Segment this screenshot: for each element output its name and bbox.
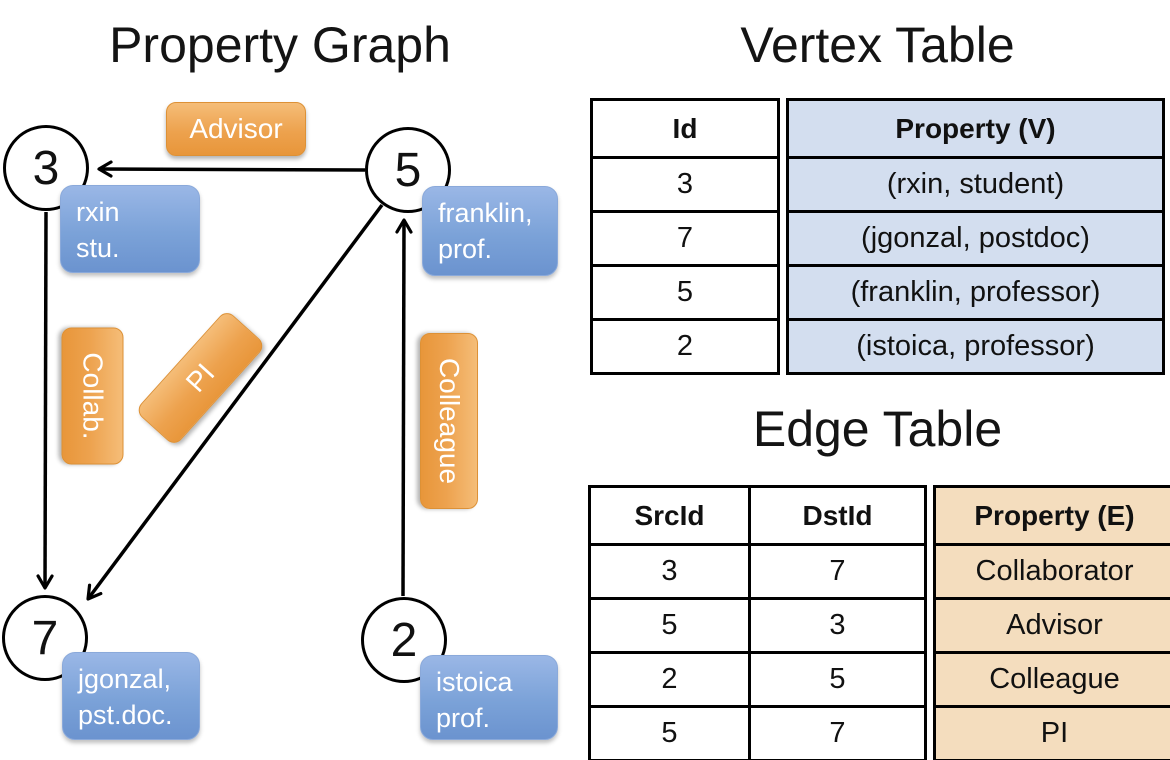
edge-label-collab: Collab. — [61, 327, 124, 465]
node-id-label: 2 — [390, 613, 418, 667]
table-row: PI — [933, 705, 1170, 760]
property-line: prof. — [438, 233, 493, 264]
property-line: jgonzal, — [78, 664, 172, 694]
edge-arrow-5-to-3 — [97, 160, 366, 178]
table-row: 2 — [590, 318, 780, 375]
vertex-id-cell: 7 — [590, 210, 780, 267]
table-row: (rxin, student) — [786, 156, 1165, 213]
property-line: prof. — [436, 702, 491, 733]
column-header-property-e: Property (E) — [933, 485, 1170, 546]
vertex-property-cell: (jgonzal, postdoc) — [786, 210, 1165, 267]
table-row: 3 7 — [588, 543, 927, 600]
edge-property-cell: PI — [933, 705, 1170, 760]
property-line: istoica — [436, 667, 513, 697]
table-row: (istoica, professor) — [786, 318, 1165, 375]
table-row: Colleague — [933, 651, 1170, 708]
table-row: Collaborator — [933, 543, 1170, 600]
column-header-id: Id — [590, 98, 780, 159]
edge-table-src-dst-columns: SrcId DstId 3 7 5 3 2 5 5 7 — [588, 485, 927, 760]
node-id-label: 7 — [31, 611, 59, 665]
edge-arrow-5-to-7 — [86, 203, 384, 601]
edge-dstid-cell: 7 — [748, 705, 927, 760]
edge-property-cell: Colleague — [933, 651, 1170, 708]
edge-srcid-cell: 5 — [588, 597, 751, 654]
property-line: franklin, — [438, 198, 533, 228]
edge-property-cell: Collaborator — [933, 543, 1170, 600]
edge-srcid-cell: 2 — [588, 651, 751, 708]
vertex-table-property-column: Property (V) (rxin, student) (jgonzal, p… — [786, 98, 1165, 375]
edge-label-advisor: Advisor — [166, 102, 306, 156]
table-row: (jgonzal, postdoc) — [786, 210, 1165, 267]
column-header-dstid: DstId — [748, 485, 927, 546]
edge-table: SrcId DstId 3 7 5 3 2 5 5 7 Property (E)… — [588, 485, 1170, 760]
vertex-table-title: Vertex Table — [740, 17, 1015, 73]
node-id-label: 3 — [32, 141, 60, 195]
vertex-table: Id 3 7 5 2 Property (V) (rxin, student) … — [590, 98, 1165, 375]
edge-table-title: Edge Table — [752, 401, 1003, 457]
edge-arrow-2-to-5 — [395, 218, 413, 597]
table-row: 2 5 — [588, 651, 927, 708]
property-line: pst.doc. — [78, 699, 173, 730]
table-row: 5 7 — [588, 705, 927, 760]
graph-edges-layer — [36, 160, 413, 601]
table-row: (franklin, professor) — [786, 264, 1165, 321]
vertex-id-cell: 5 — [590, 264, 780, 321]
vertex-property-box-rxin: rxin stu. — [60, 185, 200, 273]
vertex-property-box-jgonzal: jgonzal, pst.doc. — [62, 652, 200, 740]
graph-node-5: 5 — [365, 127, 451, 213]
vertex-id-cell: 2 — [590, 318, 780, 375]
edge-label-colleague: Colleague — [420, 333, 478, 509]
edge-srcid-cell: 3 — [588, 543, 751, 600]
table-row: 5 3 — [588, 597, 927, 654]
column-header-property-v: Property (V) — [786, 98, 1165, 159]
table-row: 7 — [590, 210, 780, 267]
property-line: rxin — [76, 197, 120, 227]
edge-property-cell: Advisor — [933, 597, 1170, 654]
edge-arrow-3-to-7 — [36, 211, 54, 590]
vertex-table-id-column: Id 3 7 5 2 — [590, 98, 780, 375]
edge-dstid-cell: 5 — [748, 651, 927, 708]
table-row: 3 — [590, 156, 780, 213]
vertex-property-cell: (istoica, professor) — [786, 318, 1165, 375]
vertex-property-cell: (franklin, professor) — [786, 264, 1165, 321]
column-header-srcid: SrcId — [588, 485, 751, 546]
vertex-property-box-franklin: franklin, prof. — [422, 186, 558, 276]
vertex-property-cell: (rxin, student) — [786, 156, 1165, 213]
property-line: stu. — [76, 232, 120, 263]
edge-table-property-column: Property (E) Collaborator Advisor Collea… — [933, 485, 1170, 760]
edge-dstid-cell: 3 — [748, 597, 927, 654]
node-id-label: 5 — [394, 143, 422, 197]
graph-node-2: 2 — [361, 597, 447, 683]
property-graph-title: Property Graph — [109, 17, 451, 73]
table-row: 5 — [590, 264, 780, 321]
vertex-id-cell: 3 — [590, 156, 780, 213]
edge-dstid-cell: 7 — [748, 543, 927, 600]
edge-srcid-cell: 5 — [588, 705, 751, 760]
table-row: Advisor — [933, 597, 1170, 654]
vertex-property-box-istoica: istoica prof. — [420, 655, 558, 740]
